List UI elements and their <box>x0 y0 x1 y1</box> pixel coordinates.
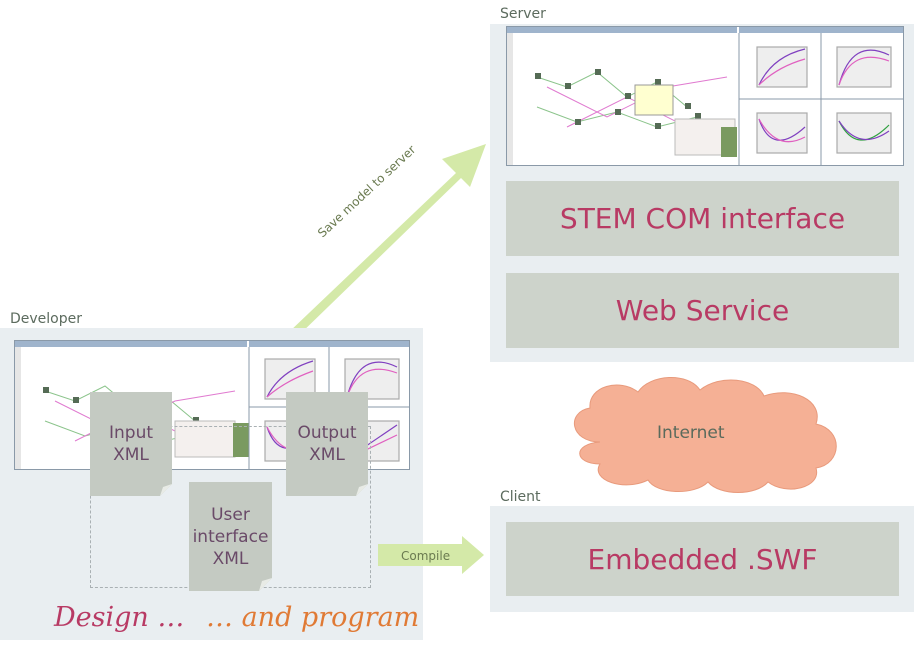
embedded-swf-layer: Embedded .SWF <box>506 522 899 596</box>
save-to-server-arrow <box>288 144 486 338</box>
client-label: Client <box>500 489 541 505</box>
internet-cloud-icon <box>574 377 837 493</box>
user-interface-xml-document: User interface XML <box>189 482 272 591</box>
design-text: Design … <box>54 602 185 633</box>
server-panel: STEM COM interface Web Service <box>490 24 914 362</box>
developer-label: Developer <box>10 311 83 327</box>
input-xml-label: Input XML <box>108 423 154 465</box>
web-service-layer: Web Service <box>506 273 899 348</box>
compile-label: Compile <box>401 549 451 563</box>
client-panel: Embedded .SWF <box>490 506 914 612</box>
server-model-diagram-thumbnail <box>507 27 903 165</box>
developer-panel: Input XML Output XML User interface XML … <box>0 328 423 640</box>
server-model-screenshot <box>506 26 904 166</box>
user-interface-xml-label: User interface XML <box>192 504 269 569</box>
compile-arrow <box>378 536 484 574</box>
output-xml-document: Output XML <box>286 392 368 496</box>
output-xml-label: Output XML <box>297 423 357 465</box>
input-xml-document: Input XML <box>90 392 172 496</box>
stem-com-interface-layer: STEM COM interface <box>506 181 899 256</box>
server-label: Server <box>500 6 546 22</box>
program-text: … and program <box>206 602 420 633</box>
internet-label: Internet <box>657 423 725 443</box>
